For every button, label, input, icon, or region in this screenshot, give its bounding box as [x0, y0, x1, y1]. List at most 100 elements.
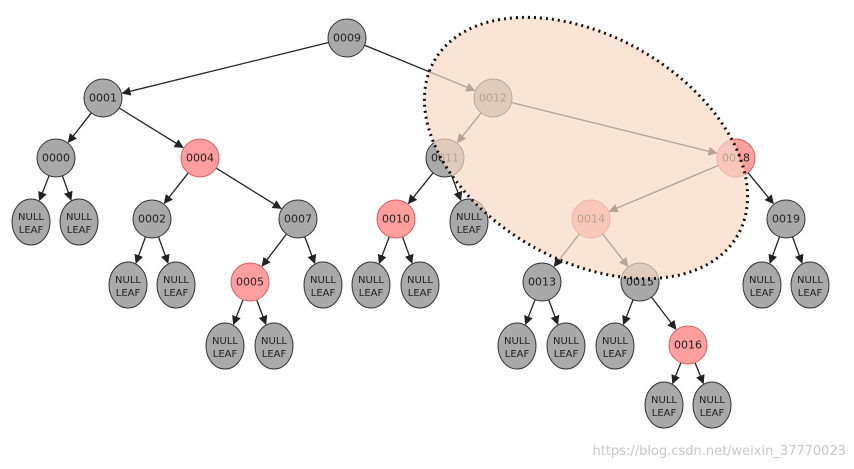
node-label: 0005 [236, 276, 264, 289]
tree-node-0002: 0002 [132, 199, 172, 239]
edge-0018-0019 [747, 172, 774, 205]
edge-0010-L9 [377, 236, 390, 265]
edge-0011-L11 [451, 175, 463, 201]
null-leaf-text: LEAF [311, 288, 336, 299]
node-label: 0000 [42, 152, 70, 165]
null-leaf-text: LEAF [652, 408, 677, 419]
null-leaf-L16: NULL LEAF [692, 381, 732, 429]
null-leaf-L12: NULL LEAF [497, 322, 537, 370]
tree-node-0001: 0001 [83, 78, 123, 118]
edge-0007-0005 [261, 233, 288, 267]
edge-0001-0004 [118, 107, 184, 149]
null-leaf-text: NULL [358, 275, 384, 286]
node-label: 0010 [382, 213, 410, 226]
tree-node-0019: 0019 [766, 199, 806, 239]
null-leaf-L11: NULL LEAF [449, 198, 489, 246]
null-leaf-text: LEAF [213, 349, 238, 360]
null-leaf-L19: NULL LEAF [790, 261, 830, 309]
edge-0010-L10 [401, 236, 414, 264]
tree-node-0016: 0016 [668, 325, 708, 365]
null-leaf-text: LEAF [798, 288, 823, 299]
null-leaf-text: LEAF [505, 349, 530, 360]
edge-0016-L16 [694, 362, 705, 385]
node-label: 0009 [333, 32, 361, 45]
null-leaf-text: LEAF [603, 349, 628, 360]
tree-node-0013: 0013 [522, 262, 562, 302]
tree-node-0004: 0004 [180, 138, 220, 178]
null-leaf-text: NULL [18, 212, 44, 223]
node-label: 0016 [674, 339, 702, 352]
node-label: 0001 [89, 92, 117, 105]
null-leaf-L15: NULL LEAF [644, 381, 684, 429]
null-leaf-L5: NULL LEAF [303, 261, 343, 309]
node-label: 0002 [138, 213, 166, 226]
edge-0005-L6 [232, 299, 244, 326]
edge-0005-L7 [256, 299, 268, 325]
null-leaf-text: LEAF [116, 288, 141, 299]
null-leaf-text: NULL [699, 395, 725, 406]
null-leaf-L6: NULL LEAF [205, 322, 245, 370]
edge-0009-0001 [121, 41, 329, 96]
node-label: 0015 [626, 276, 654, 289]
null-leaf-L1: NULL LEAF [11, 198, 51, 246]
null-leaf-text: LEAF [359, 288, 384, 299]
edge-0002-L4 [157, 236, 170, 264]
null-leaf-text: NULL [749, 275, 775, 286]
null-leaf-L9: NULL LEAF [351, 261, 391, 309]
node-label: 0013 [528, 276, 556, 289]
null-leaf-L18: NULL LEAF [742, 261, 782, 309]
null-leaf-text: LEAF [700, 408, 725, 419]
tree-node-0007: 0007 [278, 199, 318, 239]
null-leaf-text: LEAF [408, 288, 433, 299]
null-leaf-text: NULL [797, 275, 823, 286]
edge-0015-0016 [650, 296, 677, 330]
edge-0016-L15 [671, 362, 682, 385]
node-label: 0004 [186, 152, 214, 165]
null-leaf-text: NULL [602, 336, 628, 347]
edge-0000-L1 [38, 175, 50, 202]
null-leaf-text: NULL [212, 336, 238, 347]
tree-node-0000: 0000 [36, 138, 76, 178]
highlight-ellipse [422, 15, 750, 281]
null-leaf-text: LEAF [554, 349, 579, 360]
edge-0019-L19 [791, 236, 804, 264]
tree-node-0005: 0005 [230, 262, 270, 302]
null-leaf-L14: NULL LEAF [595, 322, 635, 370]
null-leaf-L3: NULL LEAF [108, 261, 148, 309]
null-leaf-text: LEAF [262, 349, 287, 360]
tree-node-0009: 0009 [327, 18, 367, 58]
edge-0007-L5 [304, 236, 317, 265]
node-label: 0007 [284, 213, 312, 226]
null-leaf-text: LEAF [750, 288, 775, 299]
null-leaf-L7: NULL LEAF [254, 322, 294, 370]
edge-0001-0000 [67, 112, 92, 143]
node-label: 0019 [772, 213, 800, 226]
edge-0019-L18 [768, 236, 781, 264]
edge-0004-0002 [163, 172, 189, 204]
edge-0000-L2 [61, 175, 73, 201]
null-leaf-text: NULL [504, 336, 530, 347]
null-leaf-text: NULL [115, 275, 141, 286]
null-leaf-text: LEAF [457, 225, 482, 236]
edge-0013-L13 [548, 299, 560, 325]
edge-0004-0007 [215, 167, 282, 209]
watermark-text: https://blog.csdn.net/weixin_37770023 [592, 444, 846, 459]
edge-0013-L12 [524, 299, 536, 326]
null-leaf-text: LEAF [164, 288, 189, 299]
null-leaf-text: NULL [261, 336, 287, 347]
edge-0015-L14 [622, 299, 634, 326]
null-leaf-text: NULL [310, 275, 336, 286]
edge-0011-0010 [407, 172, 434, 205]
null-leaf-text: NULL [66, 212, 92, 223]
edge-0002-L3 [134, 236, 147, 264]
null-leaf-text: NULL [651, 395, 677, 406]
null-leaf-text: NULL [456, 212, 482, 223]
tree-node-0010: 0010 [376, 199, 416, 239]
null-leaf-text: LEAF [19, 225, 44, 236]
